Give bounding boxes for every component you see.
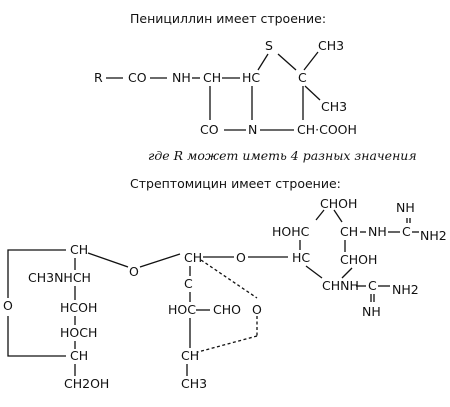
right-ring-nh-down: NH — [362, 304, 381, 319]
penicillin-hc: HC — [242, 70, 260, 85]
right-ring-c-2: C — [368, 278, 377, 293]
left-ring-ch-mid: CH — [70, 348, 88, 363]
middle-ring-oxygen: O — [252, 302, 262, 317]
left-ring-ch2oh: CH2OH — [64, 376, 109, 391]
right-ring: CHOH HOHC HC CH NH C NH NH2 CHOH CHNH C … — [272, 196, 447, 319]
penicillin-ch-left: CH — [203, 70, 221, 85]
middle-ring-ch-top: CH — [184, 250, 202, 265]
middle-ring-bonds — [186, 259, 258, 376]
penicillin-quaternary-c: C — [298, 70, 307, 85]
penicillin-co-bottom: CO — [200, 122, 219, 137]
right-ring-c-1: C — [402, 224, 411, 239]
penicillin-title: Пенициллин имеет строение: — [130, 11, 326, 26]
left-ring: CH CH3NHCH O HCOH HOCH CH CH2OH — [3, 242, 109, 391]
penicillin-n: N — [248, 122, 257, 137]
right-ring-nh2-1-text: NH2 — [420, 228, 447, 243]
glycosidic-oxygen-2: O — [236, 250, 246, 265]
left-ring-hcoh: HCOH — [60, 300, 97, 315]
right-ring-hc: HC — [292, 250, 310, 265]
sulfur-atom: S — [265, 38, 273, 53]
middle-ring-c: C — [184, 276, 193, 291]
right-ring-hohc: HOHC — [272, 224, 310, 239]
right-ring-nh2-2-text: NH2 — [392, 282, 419, 297]
penicillin-bonds — [106, 51, 321, 131]
left-ring-ch3nhch: CH3NHCH — [28, 270, 91, 285]
right-ring-choh-top: CHOH — [320, 196, 357, 211]
right-ring-bonds — [299, 209, 419, 302]
middle-ring-cho: CHO — [213, 302, 241, 317]
right-ring-nh2-2: NH2 — [392, 282, 419, 297]
penicillin-ch-cooh: CH·COOH — [297, 122, 357, 137]
streptomycin-title: Стрептомицин имеет строение: — [130, 176, 341, 191]
left-ring-bonds — [7, 249, 129, 376]
middle-ring-hoc: HOC — [168, 302, 196, 317]
right-ring-nh-1: NH — [368, 224, 387, 239]
right-ring-nh-up: NH — [396, 200, 415, 215]
penicillin-nh: NH — [172, 70, 191, 85]
right-ring-ch-nh: CH — [340, 224, 358, 239]
glycosidic-oxygen-1: O — [129, 264, 139, 279]
penicillin-co-left: CO — [128, 70, 147, 85]
penicillin-ch3-top-text: CH3 — [318, 38, 344, 53]
middle-ring-ch3-text: CH3 — [181, 376, 207, 391]
middle-ring: CH C HOC CHO O CH CH3 — [168, 250, 262, 391]
penicillin-ch3-top: CH3 — [318, 38, 344, 53]
left-ring-ch-top: CH — [70, 242, 88, 257]
middle-ring-ch: CH — [181, 348, 199, 363]
left-ring-hoch: HOCH — [60, 325, 97, 340]
right-ring-chnh: CHNH — [322, 278, 359, 293]
r-group: R — [94, 70, 103, 85]
middle-ring-ch3: CH3 — [181, 376, 207, 391]
left-ring-oxygen: O — [3, 298, 13, 313]
penicillin-note: где R может иметь 4 разных значения — [148, 148, 417, 163]
penicillin-ch3-mid: CH3 — [321, 99, 347, 114]
left-ring-ch3nhch-text: CH3NHCH — [28, 270, 91, 285]
bridge-bond-1 — [139, 253, 181, 268]
right-ring-choh-right: CHOH — [340, 252, 377, 267]
right-ring-nh2-1: NH2 — [420, 228, 447, 243]
